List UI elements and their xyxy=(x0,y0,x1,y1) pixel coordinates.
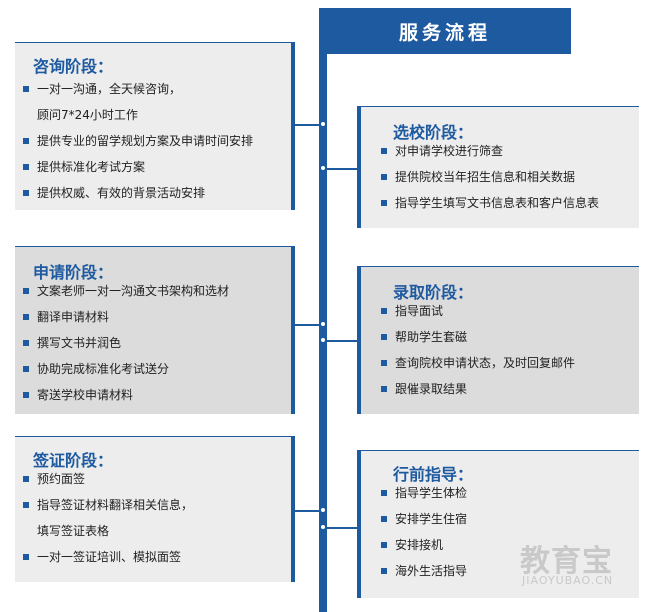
bullet-icon xyxy=(23,476,29,482)
bullet-icon xyxy=(23,554,29,560)
stage-title-admit: 录取阶段： xyxy=(393,283,474,302)
bullet-icon xyxy=(23,288,29,294)
stage-title-school: 选校阶段： xyxy=(393,123,474,142)
list-item: 提供权威、有效的背景活动安排 xyxy=(23,185,253,211)
list-item: 对申请学校进行筛查 xyxy=(381,143,599,169)
stage-list-visa: 预约面签 指导签证材料翻译相关信息， 填写签证表格 一对一签证培训、模拟面签 xyxy=(23,471,193,575)
bullet-icon xyxy=(23,340,29,346)
list-item: 安排学生住宿 xyxy=(381,511,467,537)
list-item: 文案老师一对一沟通文书架构和选材 xyxy=(23,283,229,309)
stage-title-visa: 签证阶段： xyxy=(33,451,114,470)
stage-title-apply: 申请阶段： xyxy=(33,263,114,282)
bullet-icon xyxy=(381,360,387,366)
list-item: 提供专业的留学规划方案及申请时间安排 xyxy=(23,133,253,159)
bullet-icon xyxy=(381,148,387,154)
list-item: 一对一签证培训、模拟面签 xyxy=(23,549,193,575)
connector-consult xyxy=(295,124,319,126)
connector-admit xyxy=(327,340,357,342)
list-item: 寄送学校申请材料 xyxy=(23,387,229,413)
stage-title-depart: 行前指导： xyxy=(393,465,474,484)
connector-visa xyxy=(295,510,319,512)
timeline-spine xyxy=(319,8,327,612)
connector-apply xyxy=(295,324,319,326)
watermark-logo: 教育宝 xyxy=(520,544,613,579)
timeline-node-apply xyxy=(319,320,327,328)
bullet-icon xyxy=(381,542,387,548)
stage-title-consult: 咨询阶段： xyxy=(33,57,114,76)
bullet-icon xyxy=(23,314,29,320)
bullet-icon xyxy=(23,86,29,92)
timeline-node-admit xyxy=(319,336,327,344)
bullet-icon xyxy=(381,174,387,180)
list-item: 一对一沟通，全天候咨询， xyxy=(23,81,253,107)
timeline-node-depart xyxy=(319,523,327,531)
bullet-icon xyxy=(23,138,29,144)
list-item: 海外生活指导 xyxy=(381,563,467,589)
connector-depart xyxy=(327,527,357,529)
timeline-node-school xyxy=(319,164,327,172)
stage-card-visa: 签证阶段： 预约面签 指导签证材料翻译相关信息， 填写签证表格 一对一签证培训、… xyxy=(15,436,295,582)
bullet-icon xyxy=(381,308,387,314)
list-item: 协助完成标准化考试送分 xyxy=(23,361,229,387)
timeline-node-visa xyxy=(319,506,327,514)
connector-school xyxy=(327,168,357,170)
list-item: 预约面签 xyxy=(23,471,193,497)
bullet-icon xyxy=(23,366,29,372)
bullet-icon xyxy=(381,568,387,574)
page-title: 服务流程 xyxy=(319,8,571,54)
stage-list-depart: 指导学生体检 安排学生住宿 安排接机 海外生活指导 xyxy=(381,485,467,589)
stage-list-school: 对申请学校进行筛查 提供院校当年招生信息和相关数据 指导学生填写文书信息表和客户… xyxy=(381,143,599,221)
list-item: 提供标准化考试方案 xyxy=(23,159,253,185)
stage-card-consult: 咨询阶段： 一对一沟通，全天候咨询， 顾问7*24小时工作 提供专业的留学规划方… xyxy=(15,42,295,210)
list-item: 跟催录取结果 xyxy=(381,381,575,407)
stage-card-depart: 行前指导： 指导学生体检 安排学生住宿 安排接机 海外生活指导 xyxy=(357,450,639,598)
bullet-icon xyxy=(381,200,387,206)
bullet-icon xyxy=(23,190,29,196)
bullet-icon xyxy=(381,516,387,522)
stage-list-consult: 一对一沟通，全天候咨询， 顾问7*24小时工作 提供专业的留学规划方案及申请时间… xyxy=(23,81,253,211)
list-item: 指导学生体检 xyxy=(381,485,467,511)
list-item-continuation: 顾问7*24小时工作 xyxy=(37,108,138,122)
list-item: 帮助学生套磁 xyxy=(381,329,575,355)
watermark-url: JIAOYUBAO.CN xyxy=(522,574,614,587)
timeline-node-consult xyxy=(319,120,327,128)
list-item: 指导签证材料翻译相关信息， xyxy=(23,497,193,523)
list-item: 翻译申请材料 xyxy=(23,309,229,335)
list-item: 查询院校申请状态，及时回复邮件 xyxy=(381,355,575,381)
list-item: 撰写文书并润色 xyxy=(23,335,229,361)
stage-list-admit: 指导面试 帮助学生套磁 查询院校申请状态，及时回复邮件 跟催录取结果 xyxy=(381,303,575,407)
list-item: 提供院校当年招生信息和相关数据 xyxy=(381,169,599,195)
list-item: 安排接机 xyxy=(381,537,467,563)
stage-list-apply: 文案老师一对一沟通文书架构和选材 翻译申请材料 撰写文书并润色 协助完成标准化考… xyxy=(23,283,229,413)
bullet-icon xyxy=(23,164,29,170)
stage-card-apply: 申请阶段： 文案老师一对一沟通文书架构和选材 翻译申请材料 撰写文书并润色 协助… xyxy=(15,246,295,414)
list-item-continuation: 填写签证表格 xyxy=(37,524,110,538)
stage-card-school: 选校阶段： 对申请学校进行筛查 提供院校当年招生信息和相关数据 指导学生填写文书… xyxy=(357,106,639,228)
bullet-icon xyxy=(23,392,29,398)
list-item: 指导面试 xyxy=(381,303,575,329)
bullet-icon xyxy=(381,490,387,496)
bullet-icon xyxy=(381,386,387,392)
stage-card-admit: 录取阶段： 指导面试 帮助学生套磁 查询院校申请状态，及时回复邮件 跟催录取结果 xyxy=(357,266,639,414)
bullet-icon xyxy=(381,334,387,340)
bullet-icon xyxy=(23,502,29,508)
list-item: 指导学生填写文书信息表和客户信息表 xyxy=(381,195,599,221)
